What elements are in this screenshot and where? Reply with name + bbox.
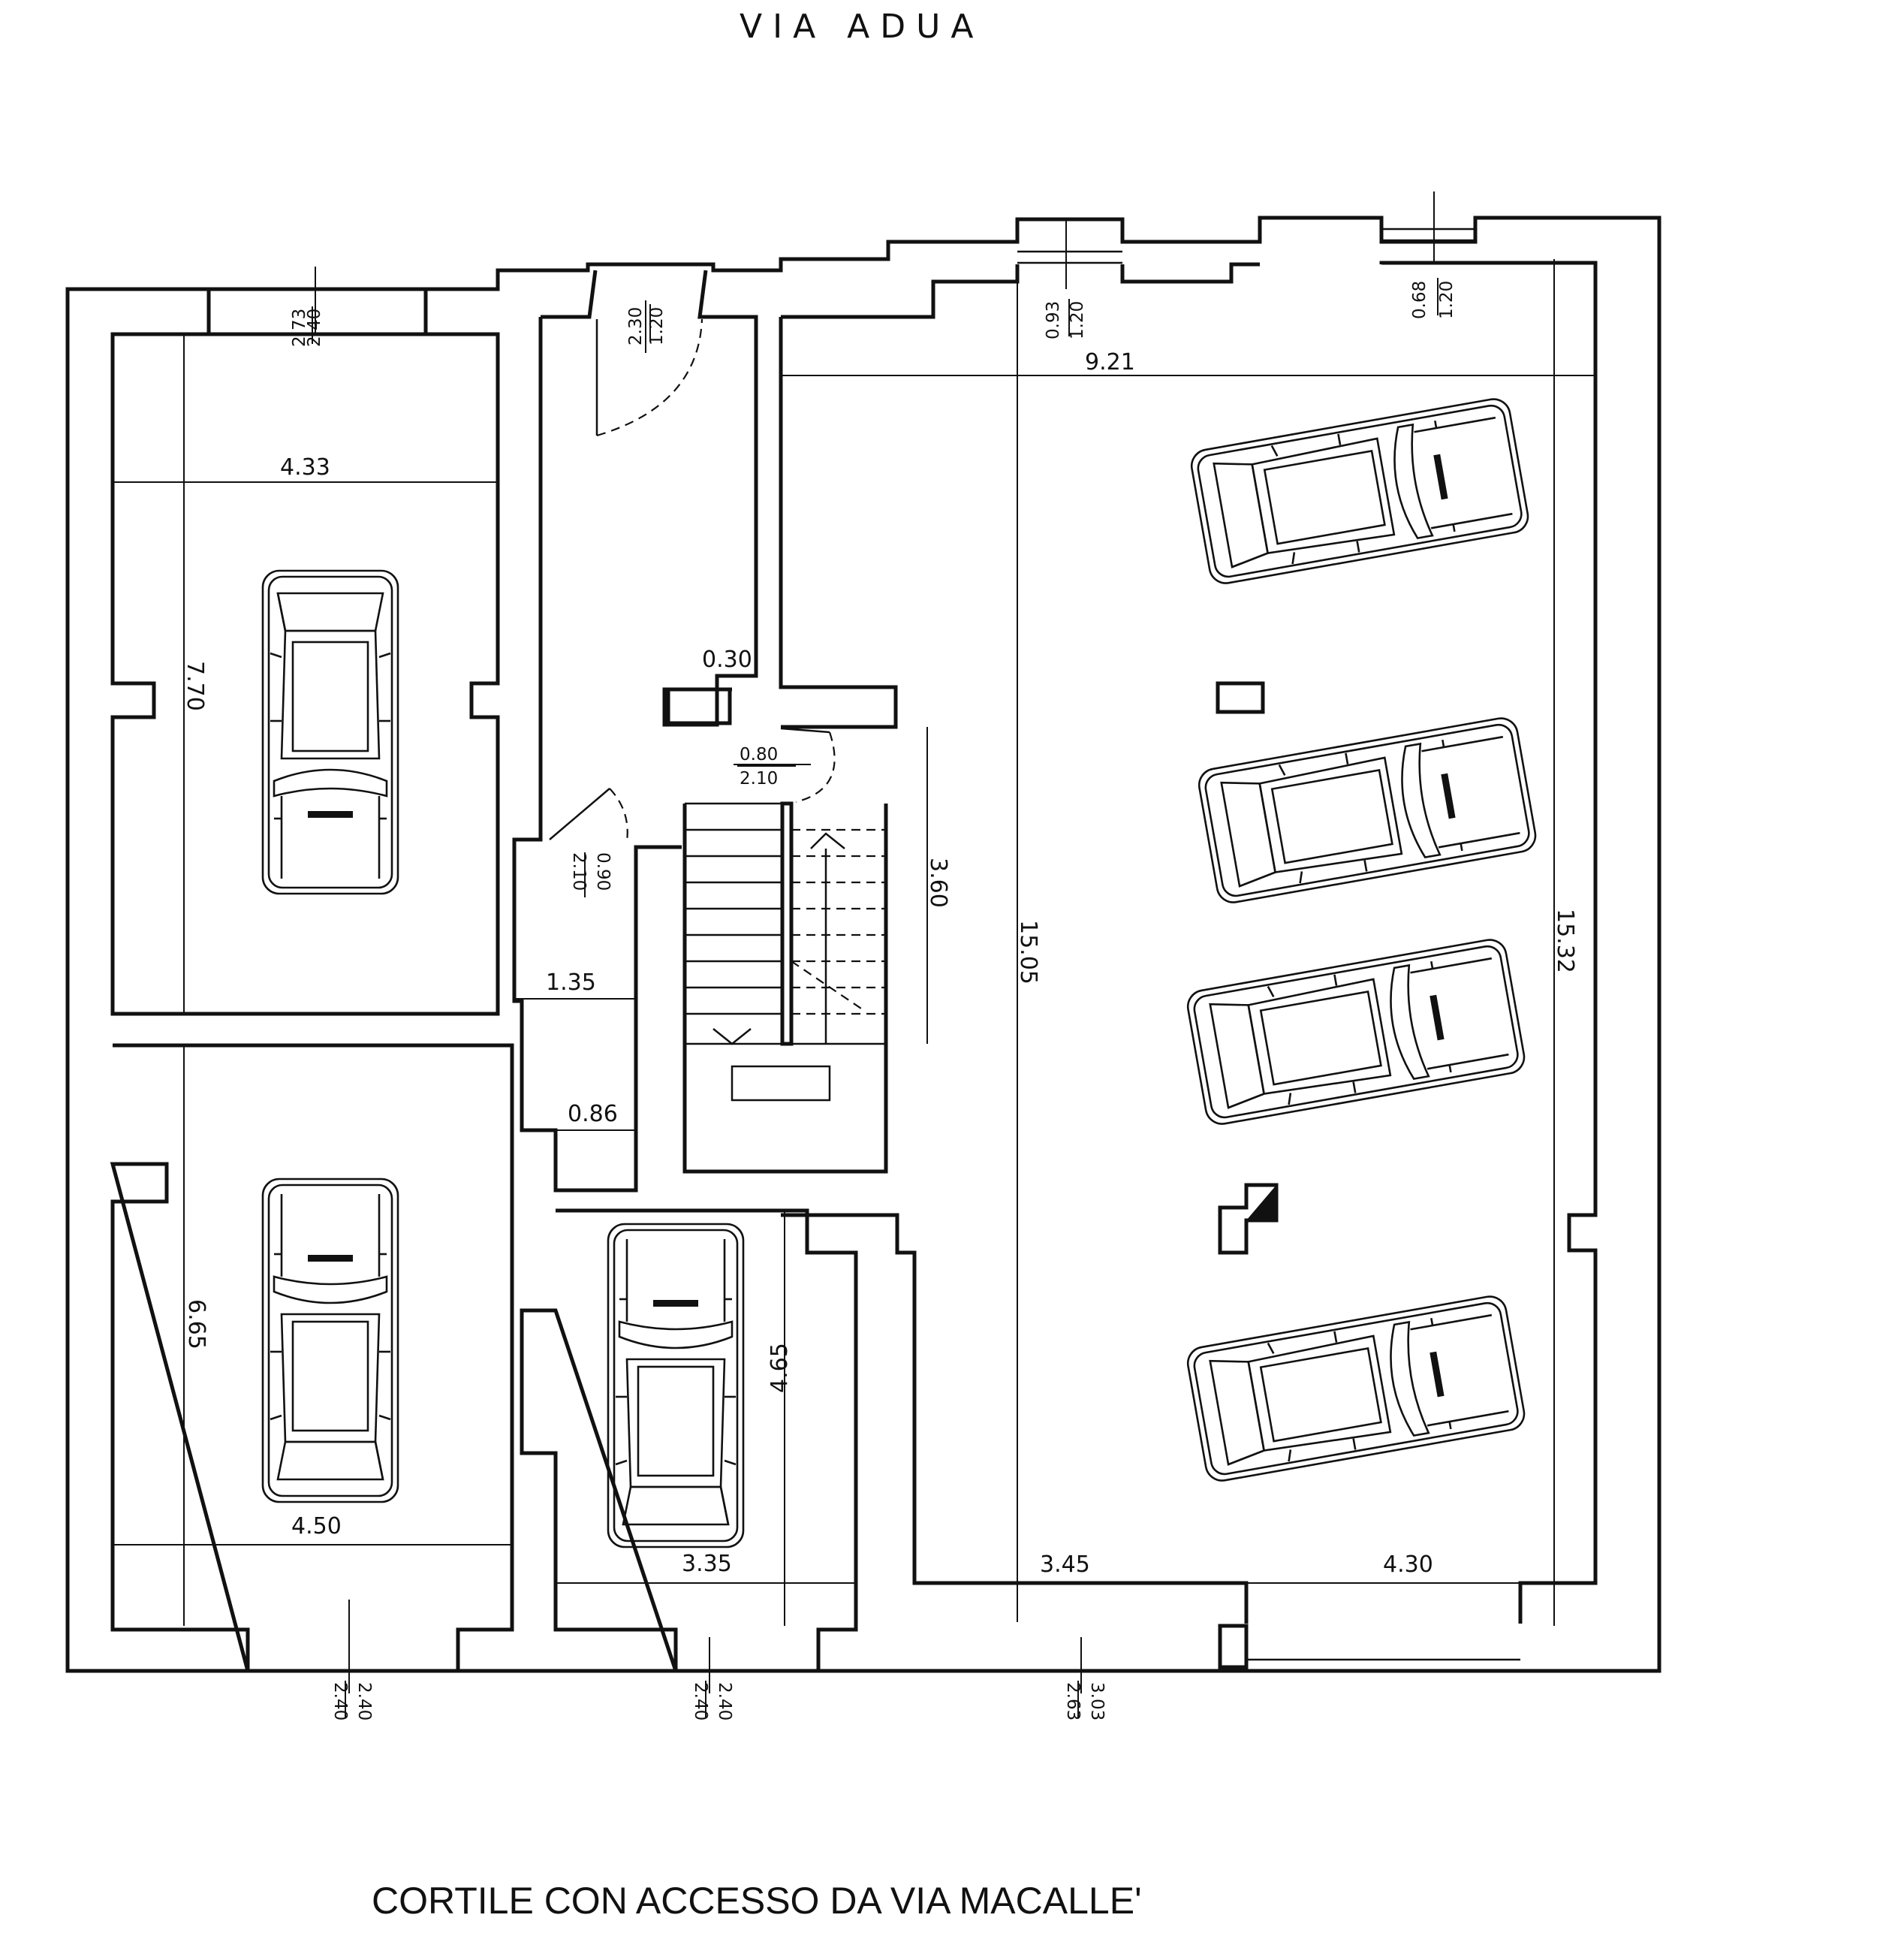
dim-hall-depth-outer: 15.32: [1552, 909, 1578, 973]
car-hall-2: [1195, 714, 1539, 906]
dim-garage3-depth: 4.65: [767, 1343, 793, 1393]
car-hall-4: [1184, 1292, 1528, 1485]
opening-width: 1.20: [1068, 301, 1087, 339]
dim-hall-bottom-right: 4.30: [1383, 1551, 1433, 1578]
opening-height: 2.30: [626, 307, 646, 345]
label-door-corridor: 0.90 2.10: [569, 852, 613, 891]
opening-height: 0.93: [1044, 301, 1063, 339]
garage-2: [110, 1043, 514, 1672]
dimension-lines: [113, 191, 1595, 1693]
car-garage-3: [607, 1223, 745, 1548]
opening-width: 2.40: [715, 1682, 734, 1720]
plan-title: VIA ADUA: [740, 8, 984, 46]
label-door-stair: 0.80 2.10: [740, 745, 778, 789]
car-hall-1: [1188, 395, 1532, 587]
opening-height: 2.63: [1063, 1682, 1083, 1720]
fraction-bars: [312, 278, 1439, 1718]
opening-width: 2.40: [354, 1682, 374, 1720]
opening-width: 0.90: [593, 852, 613, 891]
label-top-garage1: 2.40 2.73: [290, 309, 324, 347]
opening-width: 1.20: [1437, 281, 1457, 319]
label-bottom-garage2: 2.40 2.40: [330, 1682, 374, 1720]
dim-garage1-depth: 7.70: [182, 661, 208, 711]
dim-hall-bottom-left: 3.45: [1040, 1551, 1090, 1578]
main-hall: [781, 228, 1598, 1669]
garage-3: [520, 1208, 858, 1672]
opening-height: 2.73: [290, 309, 309, 347]
staircase: [682, 801, 888, 1174]
opening-width: 0.80: [740, 745, 778, 764]
dim-pillar: 0.30: [702, 647, 752, 673]
opening-width: 3.03: [1087, 1682, 1107, 1720]
dim-corridor-width: 1.35: [546, 969, 596, 996]
courtyard-caption: CORTILE CON ACCESSO DA VIA MACALLE': [372, 1880, 1142, 1922]
dim-garage2-depth: 6.65: [183, 1299, 209, 1349]
dim-corridor-narrow: 0.86: [568, 1101, 618, 1127]
entrance-corridor: [512, 270, 898, 1193]
label-bottom-hall: 3.03 2.63: [1063, 1682, 1107, 1720]
label-top-window2: 1.20 0.68: [1410, 281, 1457, 319]
label-top-window1: 1.20 0.93: [1044, 301, 1087, 339]
dim-stair-length: 3.60: [925, 858, 951, 908]
dim-garage2-width: 4.50: [291, 1513, 342, 1539]
garage-1: [110, 287, 500, 1016]
opening-height: 2.10: [569, 852, 589, 891]
dim-hall-width: 9.21: [1085, 349, 1135, 375]
dim-garage1-width: 4.33: [280, 454, 330, 481]
opening-height: 0.68: [1410, 281, 1430, 319]
opening-height: 2.40: [330, 1682, 350, 1720]
car-hall-3: [1184, 936, 1528, 1128]
dim-hall-depth-inner: 15.05: [1015, 920, 1041, 985]
outer-walls: [65, 216, 1661, 1673]
opening-height: 2.10: [740, 769, 778, 789]
opening-width: 2.40: [305, 309, 324, 347]
opening-height: 2.40: [691, 1682, 710, 1720]
car-garage-2: [261, 1178, 399, 1503]
car-garage-1: [261, 569, 399, 895]
label-bottom-garage3: 2.40 2.40: [691, 1682, 734, 1720]
dim-garage3-width: 3.35: [682, 1551, 732, 1577]
